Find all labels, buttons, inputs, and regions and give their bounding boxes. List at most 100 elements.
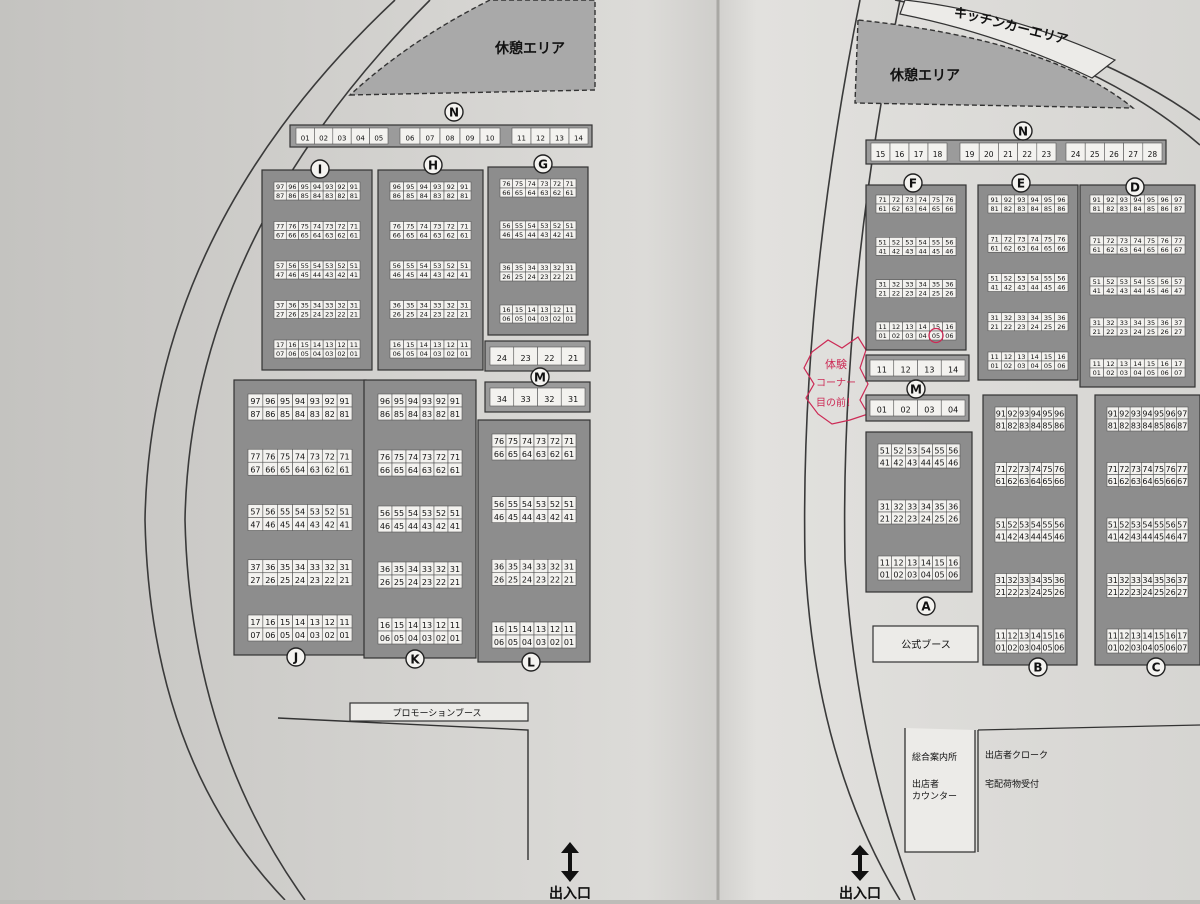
right-e-booth-06[interactable] (1054, 360, 1069, 371)
left-g-booth-36-number: 36 (502, 264, 510, 272)
right-e-booth-86[interactable] (1054, 203, 1069, 214)
left-l-booth-61[interactable] (561, 446, 577, 461)
left-g-booth-61[interactable] (563, 187, 577, 198)
right-c-booth-92-number: 92 (1119, 409, 1129, 418)
left-l-booth-41[interactable] (561, 509, 577, 523)
right-d-booth-27[interactable] (1171, 326, 1186, 337)
right-c-booth-87[interactable] (1176, 418, 1189, 432)
left-h-booth-21[interactable] (457, 309, 472, 319)
left-g-booth-41-number: 41 (566, 231, 574, 239)
left-h-booth-61[interactable] (457, 230, 472, 240)
left-n-booth-14[interactable] (568, 127, 589, 145)
left-j-booth-21[interactable] (336, 572, 353, 587)
left-n-booth-01-number: 01 (301, 134, 310, 142)
right-a-booth-06[interactable] (946, 567, 961, 581)
right-d-booth-07[interactable] (1171, 367, 1186, 378)
left-k-booth-54-number: 54 (408, 509, 418, 518)
right-a-booth-46[interactable] (946, 455, 961, 469)
left-j-booth-41[interactable] (336, 517, 353, 531)
promo-booth-label: プロモーションブース (392, 707, 481, 719)
rest-area-left (348, 0, 596, 96)
right-b-booth-46[interactable] (1053, 529, 1066, 543)
info-desk-label: 総合案内所 (912, 751, 957, 763)
left-g-booth-01-number: 01 (566, 315, 574, 323)
right-d-booth-87[interactable] (1171, 203, 1186, 214)
right-e-booth-82-number: 82 (1004, 205, 1012, 213)
right-m-booth-14[interactable] (940, 359, 966, 377)
left-j-booth-64-number: 64 (295, 465, 305, 474)
right-c-booth-67[interactable] (1176, 474, 1189, 487)
right-d-booth-67[interactable] (1171, 244, 1186, 255)
right-f-booth-26-number: 26 (945, 290, 953, 298)
right-a-booth-26[interactable] (946, 511, 961, 525)
left-j-booth-01[interactable] (336, 627, 353, 642)
left-g-booth-01[interactable] (563, 313, 577, 324)
left-h-booth-81[interactable] (457, 190, 472, 201)
right-f-booth-66[interactable] (942, 203, 957, 214)
right-e-booth-26[interactable] (1054, 321, 1069, 332)
right-b-booth-14-number: 14 (1031, 631, 1041, 640)
left-i-booth-41[interactable] (347, 269, 361, 280)
right-d-booth-63-number: 63 (1120, 246, 1128, 254)
right-b-booth-26[interactable] (1053, 585, 1066, 598)
right-f-booth-46[interactable] (942, 246, 957, 256)
right-e-booth-94-number: 94 (1031, 196, 1039, 204)
left-j-booth-81[interactable] (336, 406, 353, 421)
left-j-booth-83-number: 83 (310, 410, 320, 419)
right-d-booth-22-number: 22 (1106, 328, 1114, 336)
left-h-booth-01[interactable] (457, 348, 472, 359)
right-d-booth-64-number: 64 (1133, 246, 1141, 254)
right-n-booth-18[interactable] (927, 142, 948, 162)
left-i-booth-21[interactable] (347, 309, 361, 319)
left-n-booth-10[interactable] (479, 127, 501, 145)
left-k-booth-41[interactable] (447, 518, 463, 533)
left-g-booth-21[interactable] (563, 271, 577, 282)
right-a-booth-05-number: 05 (934, 570, 944, 579)
right-d-booth-47[interactable] (1171, 285, 1186, 296)
left-k-booth-61[interactable] (447, 462, 463, 477)
right-e-booth-42-number: 42 (1004, 284, 1012, 292)
right-c-booth-67-number: 67 (1177, 477, 1187, 486)
left-i-booth-81[interactable] (347, 190, 361, 201)
right-b-booth-06[interactable] (1053, 640, 1066, 654)
left-k-booth-13-number: 13 (422, 621, 432, 630)
right-f-booth-26[interactable] (942, 288, 957, 298)
right-n-booth-23-number: 23 (1042, 150, 1052, 159)
left-j-booth-62-number: 62 (325, 465, 335, 474)
right-c-booth-47[interactable] (1176, 529, 1189, 543)
left-k-booth-21[interactable] (447, 574, 463, 589)
left-l-booth-01[interactable] (561, 634, 577, 649)
right-e-booth-46[interactable] (1054, 282, 1069, 292)
left-m-booth-21[interactable] (560, 346, 586, 366)
left-i-booth-33-number: 33 (325, 302, 333, 310)
left-k-booth-01[interactable] (447, 630, 463, 645)
right-m-booth-04[interactable] (940, 399, 966, 417)
right-b-booth-66[interactable] (1053, 474, 1066, 487)
left-h-booth-41[interactable] (457, 269, 472, 280)
right-d-booth-83-number: 83 (1120, 205, 1128, 213)
left-k-booth-84-number: 84 (408, 410, 418, 419)
right-e-booth-66[interactable] (1054, 242, 1069, 253)
left-j-booth-61[interactable] (336, 461, 353, 476)
right-c-booth-27[interactable] (1176, 585, 1189, 598)
left-l-booth-25-number: 25 (508, 575, 518, 584)
right-n-booth-23[interactable] (1036, 142, 1057, 162)
left-m-booth-31[interactable] (560, 387, 586, 407)
left-g-booth-41[interactable] (563, 229, 577, 240)
left-i-booth-61[interactable] (347, 230, 361, 240)
left-l-booth-21[interactable] (561, 572, 577, 586)
left-h-booth-11-number: 11 (460, 341, 468, 349)
right-e-booth-71-number: 71 (991, 235, 999, 243)
right-b-booth-86[interactable] (1053, 418, 1066, 432)
right-c-booth-44-number: 44 (1142, 532, 1152, 541)
right-f-booth-42-number: 42 (892, 247, 900, 255)
right-a-booth-54-number: 54 (921, 446, 931, 455)
right-b-booth-02-number: 02 (1007, 643, 1017, 652)
right-f-booth-04-number: 04 (919, 332, 927, 340)
left-n-booth-05[interactable] (369, 127, 389, 145)
right-n-booth-28[interactable] (1142, 142, 1163, 162)
left-k-booth-81[interactable] (447, 406, 463, 421)
right-c-booth-07[interactable] (1176, 640, 1189, 654)
left-i-booth-01[interactable] (347, 348, 361, 359)
left-k-booth-75-number: 75 (394, 453, 404, 462)
